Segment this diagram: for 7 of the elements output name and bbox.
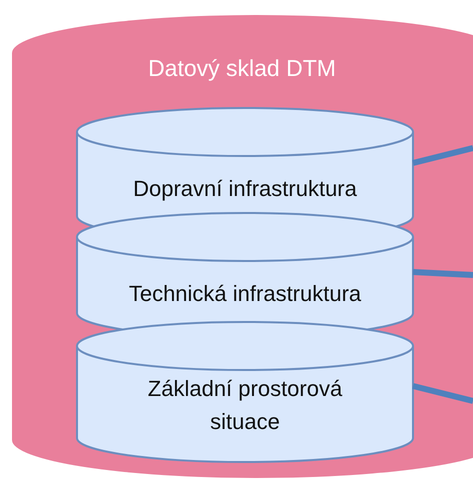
connector-line (412, 383, 473, 404)
layer-label: Dopravní infrastruktura (133, 174, 357, 203)
connector-line (412, 269, 473, 278)
title-label: Datový sklad DTM (148, 54, 336, 83)
connector-line (412, 145, 473, 166)
layer-label: Základní prostorová situace (146, 375, 344, 436)
layer-label: Technická infrastruktura (128, 280, 362, 308)
